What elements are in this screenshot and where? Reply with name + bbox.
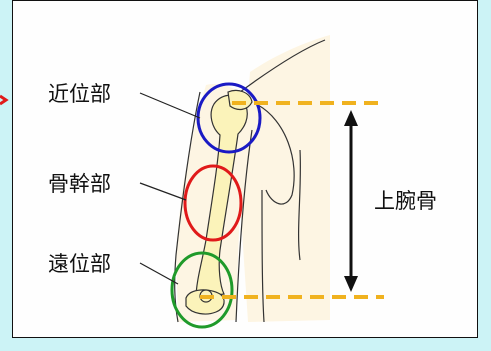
distal-circle	[170, 251, 234, 329]
shaft-label: 骨幹部	[48, 172, 111, 196]
distal-leader	[139, 262, 179, 285]
proximal-leader	[139, 92, 201, 119]
arrow-right-icon	[0, 94, 9, 106]
torso-outline	[261, 189, 265, 323]
chest-outline	[297, 149, 302, 261]
scapula-outline	[257, 104, 295, 205]
humerus-label: 上腕骨	[374, 189, 437, 213]
distal-label: 遠位部	[48, 252, 111, 276]
body-silhouette	[240, 35, 330, 322]
shoulder-outline	[239, 39, 326, 93]
shaft-leader	[139, 182, 187, 201]
proximal-circle	[196, 82, 262, 154]
double-arrow-vertical-icon	[344, 110, 358, 292]
shaft-circle	[183, 164, 243, 242]
proximal-label: 近位部	[48, 82, 111, 106]
arm-outline-left	[174, 91, 201, 323]
